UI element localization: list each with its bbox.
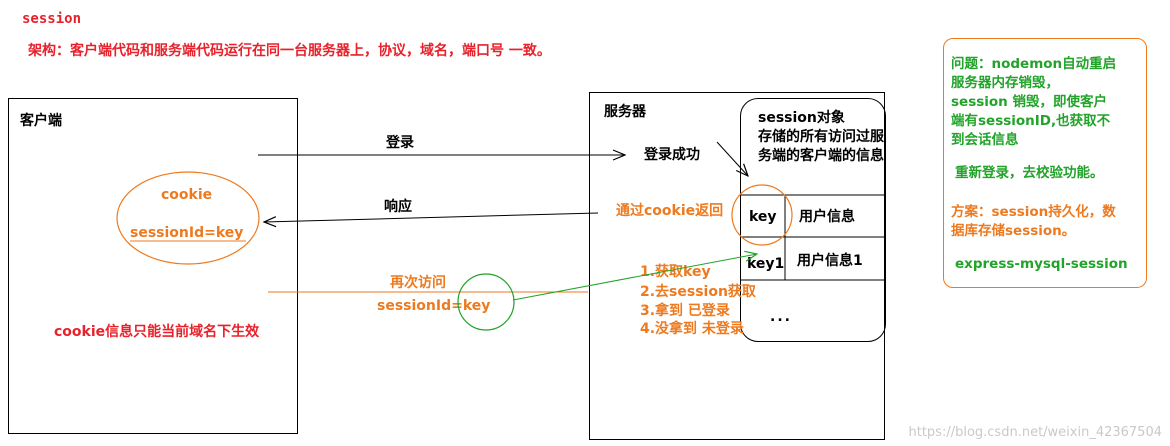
session-key-cell: key [749,209,777,225]
note-problem-line-2: 服务器内存销毁， [951,75,1059,91]
server-label: 服务器 [604,104,646,120]
key-highlight-circle [731,184,793,246]
more-rows-ellipsis: ... [770,309,792,325]
step-4: 4.没拿到 未登录 [640,321,744,337]
note-problem-line-1: 问题：nodemon自动重启 [951,56,1117,72]
session-store-arrow [716,141,748,176]
note-box [943,38,1147,288]
note-problem-line-4: 端有sessionID,也获取不 [951,113,1111,129]
cookie-title: cookie [161,187,213,203]
step-2: 2.去session获取 [640,284,756,300]
note-relogin: 重新登录，去校验功能。 [955,165,1104,181]
note-solution-line-2: 据库存储session。 [951,223,1076,239]
step-3: 3.拿到 已登录 [640,303,730,319]
note-package: express-mysql-session [955,256,1128,272]
step-1: 1.获取key [640,264,711,280]
session-object-desc-1: 存储的所有访问过服 [758,129,884,145]
server-box [589,92,885,440]
cookie-session-id: sessionId=key [130,225,244,241]
lookup-arrow [512,254,757,301]
note-solution-line-1: 方案：session持久化，数 [951,204,1116,220]
login-arrow-label: 登录 [386,135,414,151]
cookie-scope-note: cookie信息只能当前域名下生效 [54,324,260,340]
cookie-ellipse [116,171,260,265]
diagram-title: session [22,11,82,27]
session-object-box [740,98,886,342]
client-label: 客户端 [20,113,62,129]
watermark: https://blog.csdn.net/weixin_42367504 [908,425,1162,440]
response-arrow-label: 响应 [384,199,412,215]
note-problem-line-5: 到会话信息 [951,132,1019,148]
architecture-note: 架构：客户端代码和服务端代码运行在同一台服务器上，协议，域名，端口号 一致。 [28,43,551,59]
client-box [8,98,298,434]
session-object-desc-2: 务端的客户端的信息 [758,148,884,164]
response-arrow [264,212,599,222]
session-value1-cell: 用户信息1 [797,253,863,269]
cookie-return-label: 通过cookie返回 [616,203,724,219]
revisit-cookie-label: sessionId=key [377,298,491,314]
revisit-cookie-ellipse [457,273,515,331]
session-value-cell: 用户信息 [799,209,855,225]
session-object-title: session对象 [758,110,845,126]
revisit-arrow-label: 再次访问 [390,275,446,291]
note-problem-line-3: session 销毁，即使客户 [951,94,1107,110]
login-success-label: 登录成功 [644,147,700,163]
